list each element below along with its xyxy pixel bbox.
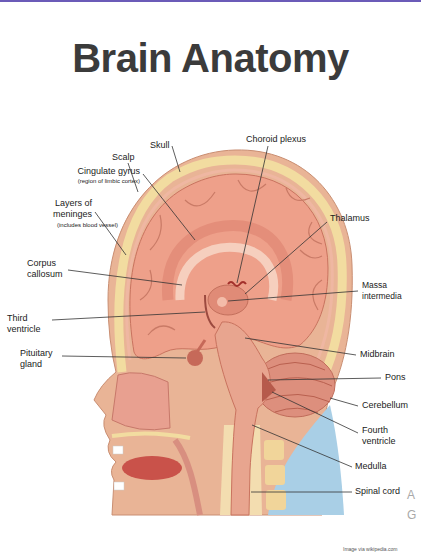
illustration-part — [228, 291, 358, 301]
illustration-part — [185, 192, 215, 206]
part-label: Medulla — [355, 461, 387, 472]
illustration-part — [263, 363, 332, 414]
illustration-part — [262, 372, 276, 402]
part-label: (region of limbic cortex) — [78, 177, 140, 185]
illustration-part — [266, 490, 286, 510]
illustration-part — [286, 188, 310, 200]
illustration-part — [245, 222, 327, 294]
illustration-part — [237, 146, 268, 283]
illustration-part — [251, 492, 352, 493]
face — [112, 373, 200, 515]
illustration-part — [52, 312, 205, 320]
illustration-part — [150, 215, 161, 250]
illustration-part — [255, 353, 335, 417]
illustration-part — [112, 373, 170, 430]
illustration-part — [140, 270, 152, 300]
illustration-part — [172, 146, 180, 172]
illustration-part — [197, 340, 205, 352]
top-bar — [0, 0, 421, 2]
illustration-part — [62, 356, 186, 358]
part-label: Corpus callosum — [27, 258, 77, 280]
brain — [130, 174, 335, 515]
part-label: Skull — [150, 140, 170, 151]
illustration-part — [313, 280, 322, 310]
illustration-part — [94, 150, 352, 515]
illustration-part — [113, 446, 123, 454]
part-label: Pons — [385, 372, 406, 383]
part-label: Massa intermedia — [362, 280, 414, 302]
illustration-part — [95, 212, 126, 255]
part-label: Third ventricle — [7, 313, 52, 335]
page-title: Brain Anatomy — [0, 36, 421, 81]
illustration-part — [268, 378, 381, 380]
head — [94, 150, 352, 515]
illustration-part — [330, 398, 358, 406]
part-label: (includes blood vessel) — [57, 221, 118, 229]
illustration-part — [140, 180, 322, 335]
part-label: Scalp — [112, 152, 135, 163]
watermark-text: A — [407, 488, 415, 502]
illustration-part — [217, 297, 227, 307]
illustration-part — [114, 482, 124, 490]
illustration-part — [264, 440, 284, 460]
watermark-text: Image via wikipedia.com — [343, 546, 397, 552]
part-label: Fourth ventricle — [362, 425, 414, 447]
illustration-part — [265, 363, 325, 371]
part-label: Cingulate gyrus — [77, 166, 140, 177]
part-label: Cerebellum — [362, 400, 408, 411]
illustration-part — [266, 394, 330, 402]
illustration-part — [187, 350, 203, 366]
part-label: Midbrain — [360, 349, 395, 360]
illustration-part — [272, 392, 358, 433]
illustration-part — [300, 250, 322, 258]
illustration-part — [252, 425, 352, 467]
illustration-part — [265, 465, 285, 485]
illustration-part — [238, 180, 266, 191]
part-label: Pituitary gland — [20, 348, 65, 370]
illustration-part — [205, 295, 215, 328]
watermark-text: G — [407, 508, 416, 522]
illustration-part — [122, 456, 182, 480]
part-label: Spinal cord — [355, 486, 400, 497]
part-label: Layers of meninges — [40, 198, 92, 220]
illustration-part — [148, 326, 175, 335]
part-label: Choroid plexus — [246, 134, 306, 145]
leader-lines — [52, 146, 381, 492]
part-label: Thalamus — [330, 213, 370, 224]
illustration-part — [112, 433, 190, 438]
illustration-part — [245, 338, 356, 355]
illustration-part — [215, 322, 270, 515]
illustration-part — [143, 174, 195, 240]
illustration-part — [175, 440, 200, 515]
illustration-part — [309, 222, 322, 244]
illustration-part — [68, 270, 182, 285]
